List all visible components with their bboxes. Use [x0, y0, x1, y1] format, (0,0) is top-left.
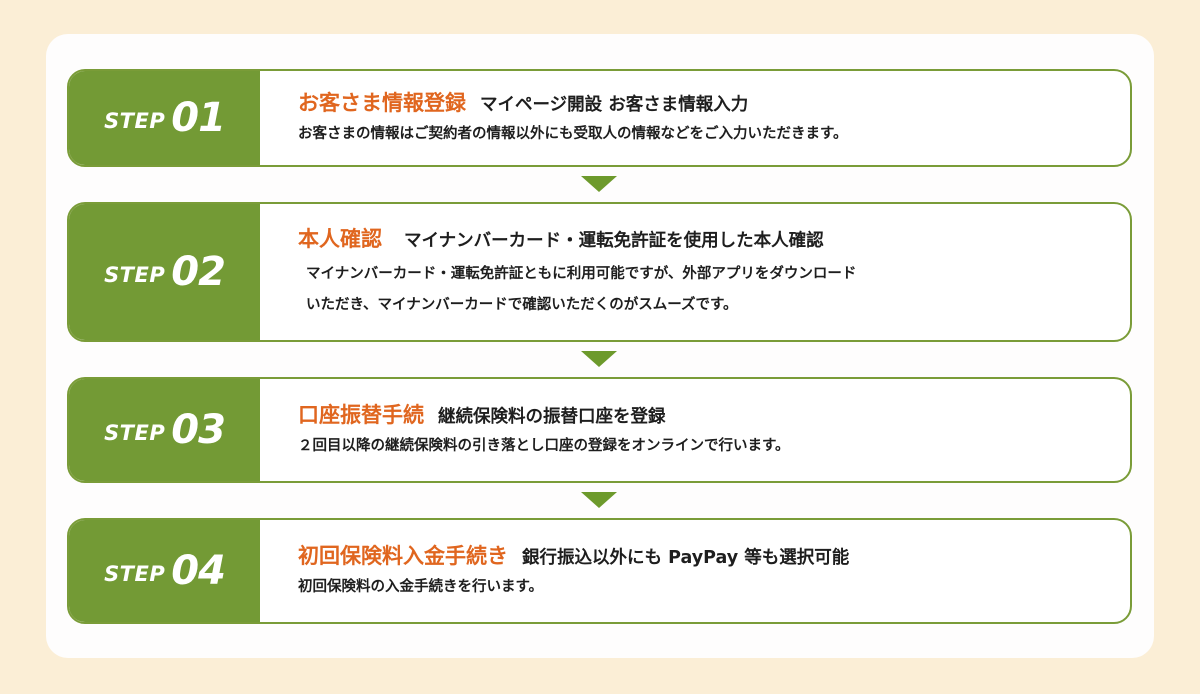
step-label: STEP	[104, 562, 166, 586]
step-subtitle: マイページ開設 お客さま情報入力	[480, 94, 749, 115]
step-03-card: STEP 03 口座振替手続 継続保険料の振替口座を登録 ２回目以降の継続保険料…	[67, 377, 1132, 483]
step-number: 04	[171, 548, 226, 594]
step-number: 03	[171, 407, 226, 453]
step-badge: STEP 01	[69, 71, 260, 165]
step-subtitle: 継続保険料の振替口座を登録	[438, 406, 666, 427]
step-number: 01	[171, 95, 226, 141]
step-04-card: STEP 04 初回保険料入金手続き 銀行振込以外にも PayPay 等も選択可…	[67, 518, 1132, 624]
step-badge: STEP 02	[69, 204, 260, 340]
step-02-card: STEP 02 本人確認 マイナンバーカード・運転免許証を使用した本人確認 マイ…	[67, 202, 1132, 342]
step-description-line: マイナンバーカード・運転免許証ともに利用可能ですが、外部アプリをダウンロード	[306, 266, 857, 282]
step-description: お客さまの情報はご契約者の情報以外にも受取人の情報などをご入力いただきます。	[298, 125, 848, 142]
step-description: ２回目以降の継続保険料の引き落とし口座の登録をオンラインで行います。	[298, 437, 790, 454]
step-description: 初回保険料の入金手続きを行います。	[298, 578, 544, 595]
step-subtitle: マイナンバーカード・運転免許証を使用した本人確認	[404, 231, 824, 251]
step-title: お客さま情報登録	[298, 90, 466, 115]
down-arrow-icon	[581, 176, 617, 192]
step-01-card: STEP 01 お客さま情報登録 マイページ開設 お客さま情報入力 お客さまの情…	[67, 69, 1132, 167]
step-label: STEP	[104, 263, 166, 287]
step-badge: STEP 04	[69, 520, 260, 622]
step-title: 口座振替手続	[298, 402, 424, 427]
down-arrow-icon	[581, 351, 617, 367]
down-arrow-icon	[581, 492, 617, 508]
step-label: STEP	[104, 421, 166, 445]
step-title: 本人確認	[298, 227, 382, 251]
step-label: STEP	[104, 109, 166, 133]
step-subtitle: 銀行振込以外にも PayPay 等も選択可能	[522, 547, 850, 568]
step-description-line: いただき、マイナンバーカードで確認いただくのがスムーズです。	[306, 297, 738, 313]
step-badge: STEP 03	[69, 379, 260, 481]
step-title: 初回保険料入金手続き	[298, 543, 508, 568]
step-number: 02	[171, 249, 226, 295]
